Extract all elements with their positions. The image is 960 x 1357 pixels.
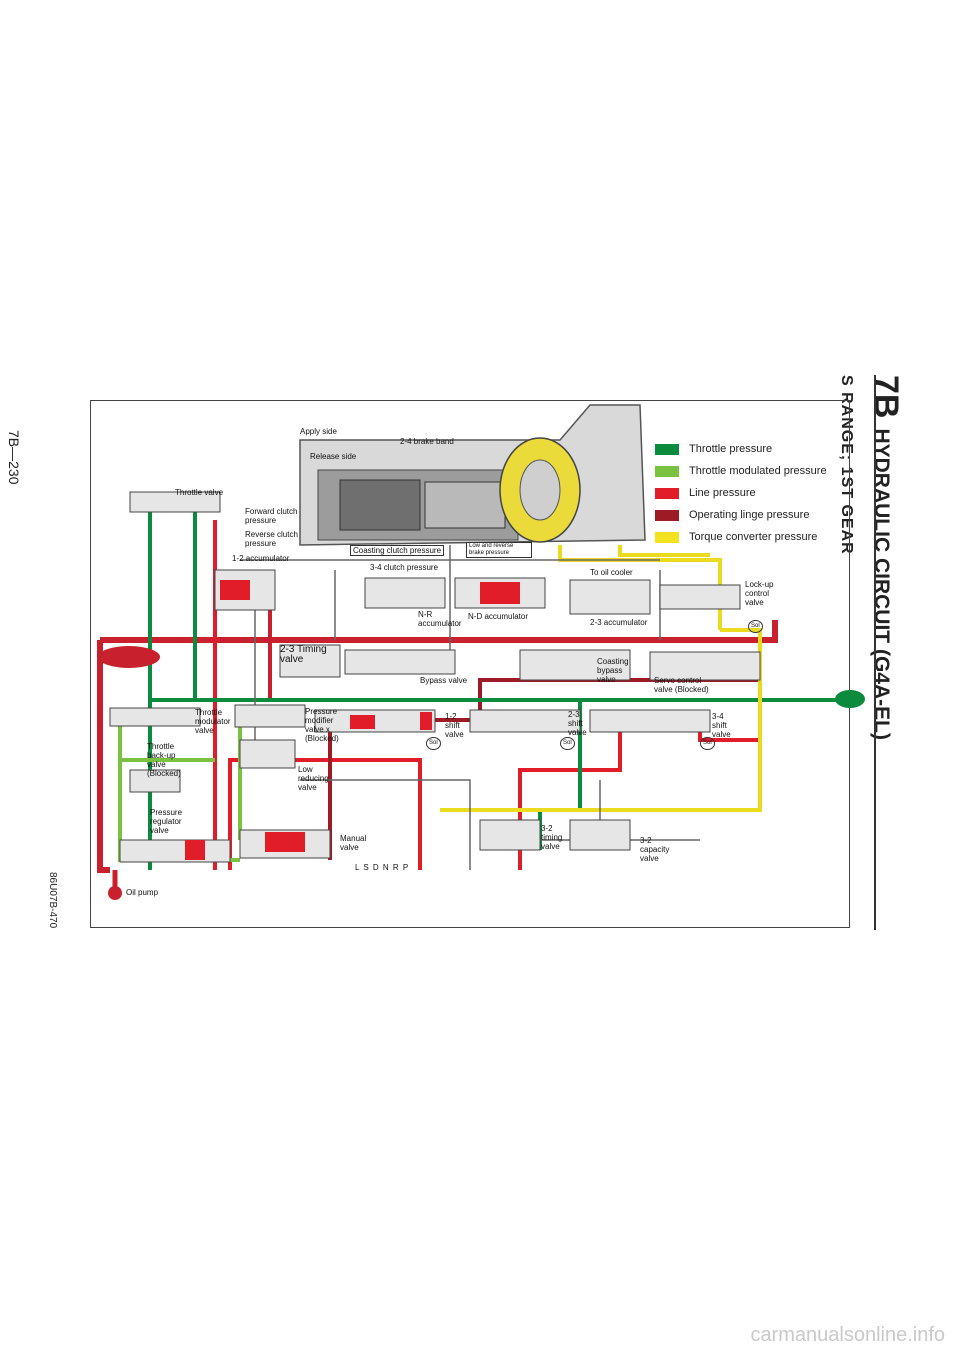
header-rule bbox=[874, 375, 876, 930]
legend-swatch bbox=[655, 443, 679, 455]
line-pressure-main-loop bbox=[97, 620, 778, 873]
label-low-reverse: Low and reverse brake pressure bbox=[466, 542, 532, 558]
pressure-seal-icon bbox=[835, 690, 865, 708]
label-2-3-shift-valve: 2-3 shift valve bbox=[568, 710, 587, 737]
legend-item: Torque converter pressure bbox=[655, 526, 827, 548]
label-2-3-accumulator: 2-3 accumulator bbox=[590, 618, 648, 627]
valve-spools bbox=[185, 580, 520, 860]
label-reverse-clutch: Reverse clutch pressure bbox=[245, 530, 298, 548]
label-prnd: L S D N R P bbox=[355, 863, 410, 872]
legend-item: Operating linge pressure bbox=[655, 504, 827, 526]
legend-swatch bbox=[655, 465, 679, 477]
label-lockup-valve: Lock-up control valve bbox=[745, 580, 774, 607]
label-forward-clutch: Forward clutch pressure bbox=[245, 507, 298, 525]
label-low-reducing-valve: Low reducing valve bbox=[298, 765, 329, 792]
label-coasting-bypass-valve: Coasting bypass valve bbox=[597, 657, 629, 684]
label-manual-valve: Manual valve bbox=[340, 834, 367, 852]
legend-swatch bbox=[655, 531, 679, 543]
label-brake-band: 2-4 brake band bbox=[400, 437, 454, 446]
legend-label: Operating linge pressure bbox=[689, 509, 810, 521]
label-throttle-modulator-valve: Throttle modulator valve bbox=[195, 708, 231, 735]
label-1-2-shift-valve: 1-2 shift valve bbox=[445, 712, 464, 739]
label-throttle-valve: Throttle valve bbox=[175, 488, 224, 497]
legend-label: Throttle pressure bbox=[689, 443, 773, 455]
label-throttle-backup-valve: Throttle back-up valve (Blocked) bbox=[147, 742, 181, 778]
diagram-frame bbox=[90, 400, 850, 928]
solenoid-icon: Sol bbox=[748, 620, 763, 633]
legend: Throttle pressure Throttle modulated pre… bbox=[655, 438, 827, 548]
label-2-3-timing-valve: 2-3 Timing valve bbox=[280, 644, 327, 665]
label-apply-side: Apply side bbox=[300, 427, 337, 436]
legend-swatch bbox=[655, 487, 679, 499]
label-servo-control-valve: Servo control valve (Blocked) bbox=[654, 676, 709, 694]
label-coasting-clutch: Coasting clutch pressure bbox=[350, 545, 445, 556]
watermark: carmanualsonline.info bbox=[750, 1324, 945, 1346]
legend-item: Throttle modulated pressure bbox=[655, 460, 827, 482]
label-nr-accumulator: N-R accumulator bbox=[418, 610, 462, 628]
label-nd-accumulator: N-D accumulator bbox=[468, 612, 529, 621]
torque-converter-core bbox=[519, 459, 561, 521]
pressure-seal-icon bbox=[98, 646, 160, 668]
solenoid-icon: Sol bbox=[560, 737, 575, 750]
label-3-4-shift-valve: 3-4 shift valve bbox=[712, 712, 731, 739]
clutch-pack bbox=[339, 479, 421, 531]
solenoid-icon: Sol bbox=[700, 737, 715, 750]
label-3-4-clutch: 3-4 clutch pressure bbox=[370, 563, 439, 572]
label-3-2-capacity-valve: 3-2 capacity valve bbox=[640, 836, 670, 863]
legend-item: Line pressure bbox=[655, 482, 827, 504]
label-pressure-regulator-valve: Pressure regulator valve bbox=[150, 808, 183, 835]
legend-label: Line pressure bbox=[689, 487, 756, 499]
label-pressure-modifier-valve: Pressure modifier valve x (Blocked) bbox=[305, 707, 339, 743]
drum bbox=[424, 481, 506, 529]
label-release-side: Release side bbox=[310, 452, 357, 461]
legend-label: Torque converter pressure bbox=[689, 531, 818, 543]
label-bypass-valve: Bypass valve bbox=[420, 676, 468, 685]
label-oil-pump: Oil pump bbox=[126, 888, 159, 897]
label-1-2-accumulator: 1-2 accumulator bbox=[232, 554, 290, 563]
label-oil-cooler: To oil cooler bbox=[590, 568, 633, 577]
label-3-2-timing-valve: 3-2 timing valve bbox=[541, 824, 563, 851]
legend-item: Throttle pressure bbox=[655, 438, 827, 460]
solenoid-icon: Sol bbox=[426, 737, 441, 750]
oil-pump-icon bbox=[108, 886, 122, 900]
legend-swatch bbox=[655, 509, 679, 521]
legend-label: Throttle modulated pressure bbox=[689, 465, 827, 477]
